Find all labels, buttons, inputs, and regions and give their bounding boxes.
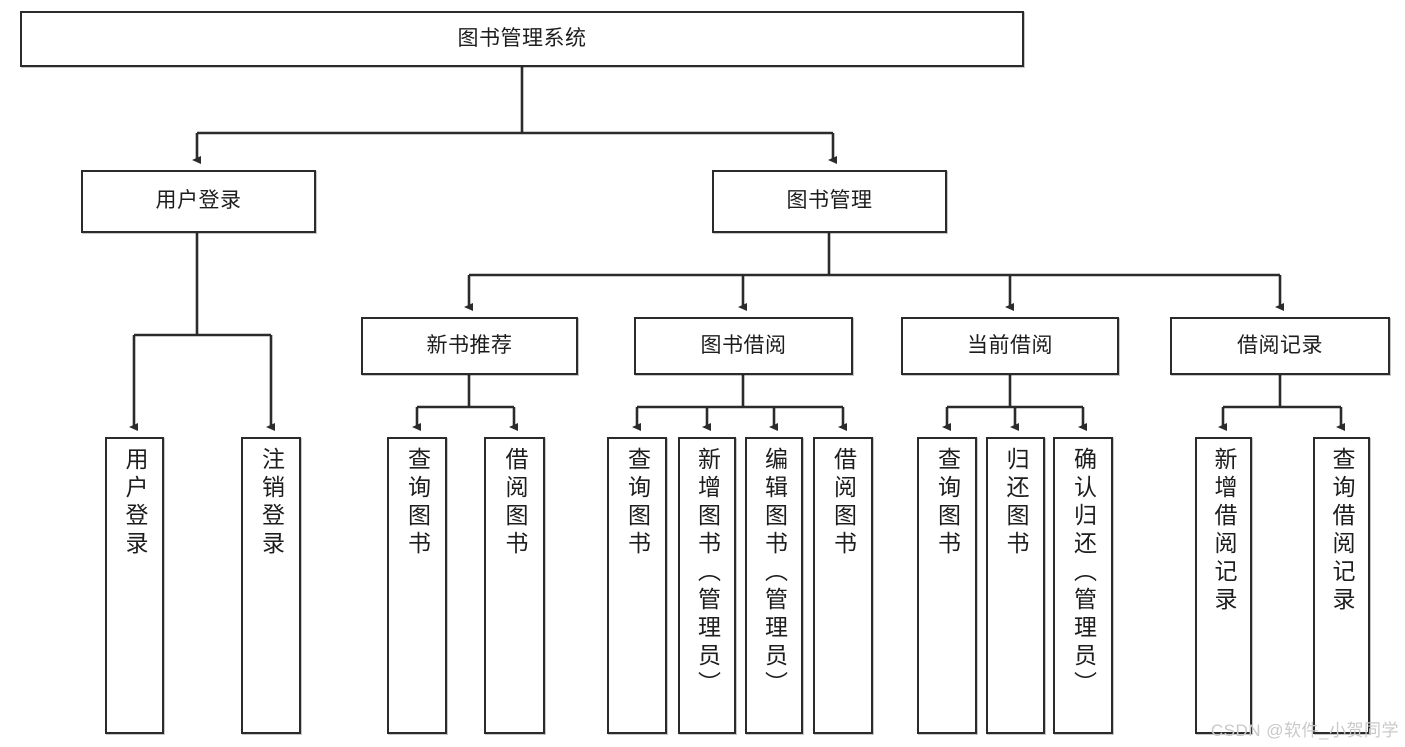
node-borrow-record[interactable]: 借阅记录: [1170, 317, 1390, 375]
node-label: 查询图书: [624, 447, 651, 559]
node-label: 注销登录: [258, 447, 285, 559]
node-label: 当前借阅: [967, 333, 1053, 357]
node-leaf-query-book-current[interactable]: 查询图书: [917, 437, 977, 734]
node-book-borrow[interactable]: 图书借阅: [634, 317, 853, 375]
node-label: 查询图书: [404, 447, 431, 559]
node-label: 编辑图书（管理员）: [761, 447, 788, 699]
node-leaf-borrow-book[interactable]: 借阅图书: [813, 437, 873, 734]
node-leaf-borrow-book-newbook[interactable]: 借阅图书: [484, 437, 545, 734]
node-label: 用户登录: [155, 189, 242, 213]
node-label: 确认归还（管理员）: [1070, 447, 1097, 699]
node-leaf-query-book-borrow[interactable]: 查询图书: [607, 437, 667, 734]
node-leaf-logout[interactable]: 注销登录: [241, 437, 301, 734]
node-leaf-edit-book-admin[interactable]: 编辑图书（管理员）: [745, 437, 803, 734]
node-label: 归还图书: [1003, 447, 1029, 559]
node-new-book-recommend[interactable]: 新书推荐: [361, 317, 578, 375]
node-label: 新书推荐: [426, 333, 513, 357]
node-current-borrow[interactable]: 当前借阅: [901, 317, 1119, 375]
node-label: 图书借阅: [700, 333, 787, 357]
node-root-book-management-system[interactable]: 图书管理系统: [20, 11, 1024, 67]
node-leaf-return-book[interactable]: 归还图书: [986, 437, 1045, 734]
node-leaf-user-login[interactable]: 用户登录: [105, 437, 164, 734]
node-label: 借阅图书: [502, 447, 528, 559]
node-label: 新增图书（管理员）: [694, 447, 721, 699]
node-user-login[interactable]: 用户登录: [81, 170, 316, 233]
node-leaf-add-borrow-record[interactable]: 新增借阅记录: [1195, 437, 1252, 734]
node-label: 图书管理系统: [457, 26, 587, 50]
node-book-management[interactable]: 图书管理: [712, 170, 947, 233]
node-leaf-query-borrow-record[interactable]: 查询借阅记录: [1313, 437, 1370, 734]
node-label: 查询借阅记录: [1329, 447, 1355, 615]
node-label: 借阅图书: [830, 447, 857, 559]
node-label: 图书管理: [786, 189, 873, 213]
node-leaf-add-book-admin[interactable]: 新增图书（管理员）: [678, 437, 736, 734]
node-label: 借阅记录: [1237, 333, 1323, 357]
node-label: 新增借阅记录: [1211, 447, 1237, 615]
node-label: 查询图书: [934, 447, 961, 559]
node-label: 用户登录: [122, 447, 148, 559]
watermark-text: CSDN @软件_小贺同学: [1210, 721, 1399, 740]
node-leaf-confirm-return-admin[interactable]: 确认归还（管理员）: [1053, 437, 1113, 734]
node-leaf-query-book-newbook[interactable]: 查询图书: [387, 437, 447, 734]
